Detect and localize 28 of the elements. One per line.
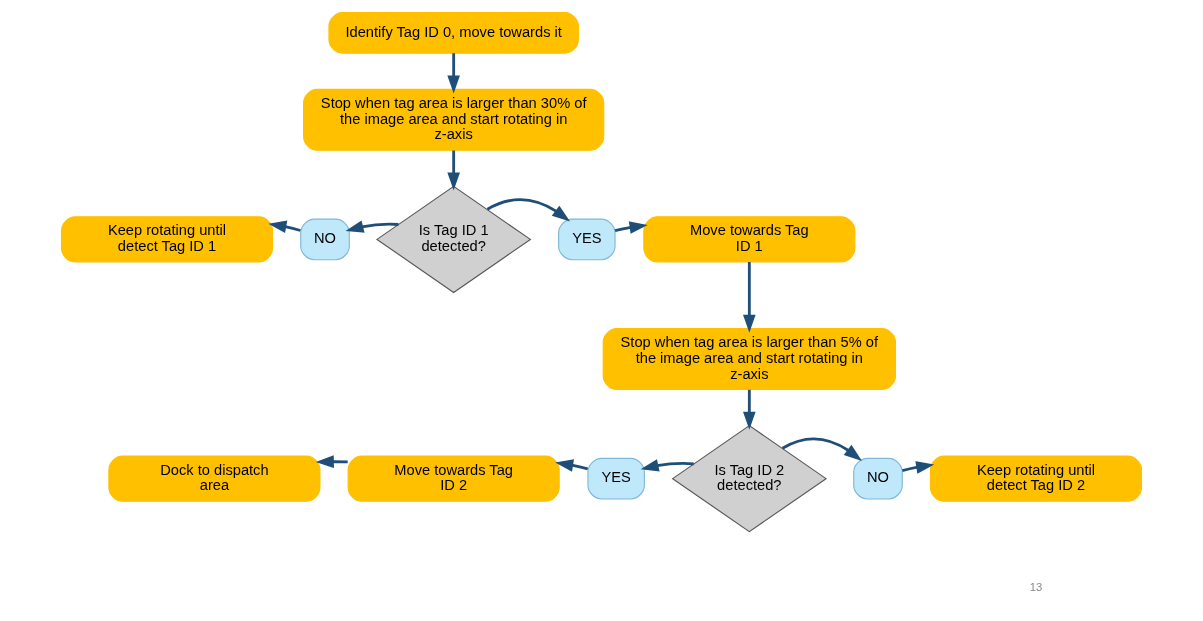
arrow — [781, 437, 862, 461]
node-box: NO — [853, 457, 903, 500]
arrow — [743, 389, 756, 430]
node-box: NO — [300, 218, 350, 261]
arrow — [743, 262, 756, 333]
node-box: YES — [587, 457, 645, 500]
arrow — [447, 53, 460, 94]
arrow — [486, 198, 571, 222]
arrow — [555, 459, 589, 472]
node-box: Move towards Tag ID 1 — [643, 216, 856, 263]
node-box: Stop when tag area is larger than 5% of the image area and start rotating in z-axis — [602, 328, 897, 391]
arrow — [447, 150, 460, 191]
node-box: Dock to dispatch area — [108, 455, 321, 502]
arrow — [268, 220, 301, 234]
arrow — [315, 455, 348, 468]
arrow — [345, 220, 399, 233]
node-diamond: Is Tag ID 1 detected? — [375, 185, 532, 294]
node-box: Keep rotating until detect Tag ID 2 — [929, 455, 1143, 502]
node-box: Keep rotating until detect Tag ID 1 — [60, 216, 274, 263]
node-box: Identify Tag ID 0, move towards it — [328, 12, 579, 54]
arrow — [614, 221, 648, 234]
arrow — [640, 459, 694, 472]
node-box: Move towards Tag ID 2 — [347, 455, 560, 502]
arrow — [902, 461, 935, 474]
node-diamond: Is Tag ID 2 detected? — [671, 424, 828, 533]
label: 13 — [1029, 580, 1043, 593]
node-box: Stop when tag area is larger than 30% of the image area and start rotating in z-axis — [303, 88, 605, 151]
node-box: YES — [558, 218, 616, 261]
